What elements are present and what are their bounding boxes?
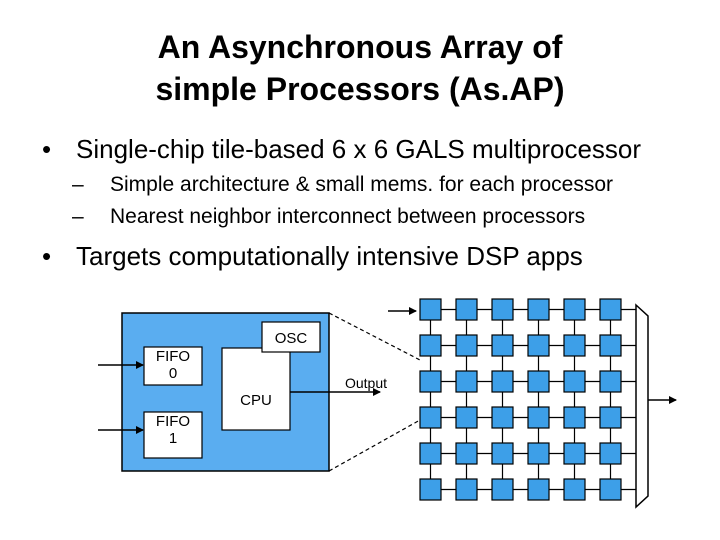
processor-tile [491, 298, 514, 321]
sub-bullet-1-text: Simple architecture & small mems. for ea… [110, 173, 614, 196]
processor-tile [455, 478, 478, 501]
osc-box [261, 321, 321, 353]
processor-tile [455, 370, 478, 393]
output-label: Output [345, 375, 387, 391]
bullet-2-text: Targets computationally intensive DSP ap… [76, 241, 583, 271]
bullet-1: • Single-chip tile-based 6 x 6 GALS multi… [42, 134, 641, 165]
processor-tile [599, 478, 622, 501]
fifo-0-label-line-1: FIFO [156, 348, 190, 365]
sub-bullet-1: – Simple architecture & small mems. for e… [72, 173, 613, 197]
title-line-1: An Asynchronous Array of [157, 29, 563, 65]
osc-label: OSC [275, 330, 308, 347]
cpu-label: CPU [240, 392, 272, 409]
processor-tile [527, 478, 550, 501]
cpu-box [221, 347, 291, 431]
bullet-dot: • [42, 134, 52, 164]
fifo-1-box [143, 411, 203, 459]
processor-tile [527, 334, 550, 357]
processor-tile [527, 370, 550, 393]
sub-bullet-2: – Nearest neighbor interconnect between p… [72, 205, 585, 229]
processor-tile [419, 478, 442, 501]
processor-tile [527, 442, 550, 465]
title-line-2: simple Processors (As.AP) [155, 71, 565, 107]
sub-bullet-2-text: Nearest neighbor interconnect between pr… [110, 205, 586, 228]
processor-tile [419, 334, 442, 357]
processor-grid [419, 298, 636, 501]
processor-tile [599, 370, 622, 393]
slide-title: An Asynchronous Array of simple Processo… [0, 26, 720, 110]
processor-tile [419, 370, 442, 393]
zoom-line-top [328, 312, 421, 361]
processor-tile [599, 298, 622, 321]
bullet-1-text: Single-chip tile-based 6 x 6 GALS multip… [76, 134, 642, 164]
processor-tile [599, 442, 622, 465]
processor-tile [599, 334, 622, 357]
processor-tile [563, 370, 586, 393]
processor-tile [527, 406, 550, 429]
processor-tile [563, 442, 586, 465]
processor-tile [527, 298, 550, 321]
fifo-1-label-line-2: 1 [169, 430, 177, 447]
sub-bullet-dash: – [72, 205, 84, 228]
processor-tile [455, 334, 478, 357]
sub-bullet-dash: – [72, 173, 84, 196]
processor-tile [599, 406, 622, 429]
bullet-dot: • [42, 241, 52, 271]
fifo-0-label-line-2: 0 [169, 365, 177, 382]
processor-tile [491, 334, 514, 357]
processor-tile [491, 406, 514, 429]
processor-tile [455, 406, 478, 429]
processor-tile [419, 442, 442, 465]
processor-tile [563, 406, 586, 429]
processor-tile [491, 478, 514, 501]
processor-tile [455, 298, 478, 321]
processor-tile [491, 442, 514, 465]
processor-tile [491, 370, 514, 393]
processor-tile [455, 442, 478, 465]
fifo-0-box [143, 346, 203, 386]
processor-tile [563, 334, 586, 357]
output-mux [635, 303, 649, 509]
processor-tile [563, 478, 586, 501]
processor-tile [419, 406, 442, 429]
zoom-line-bottom [328, 419, 421, 472]
bullet-2: • Targets computationally intensive DSP a… [42, 241, 583, 272]
processor-tile [419, 298, 442, 321]
processor-tile [563, 298, 586, 321]
fifo-1-label-line-1: FIFO [156, 413, 190, 430]
